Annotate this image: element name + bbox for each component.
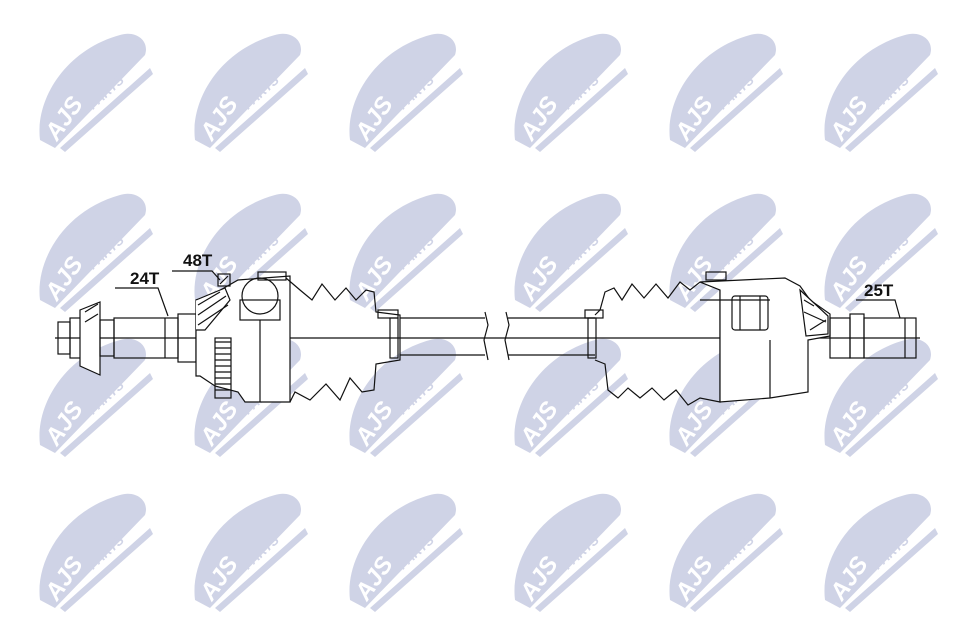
ajs-parts-watermark: AJS PARTS — [514, 338, 628, 457]
ajs-parts-watermark: AJS PARTS — [669, 493, 783, 612]
ajs-parts-watermark: AJS PARTS — [514, 33, 628, 152]
ajs-parts-watermark: AJS PARTS — [514, 193, 628, 312]
left-boot-clamp — [377, 309, 399, 359]
leader-24t — [115, 287, 169, 317]
label-24t: 24T — [130, 269, 160, 288]
ajs-parts-watermark: AJS PARTS — [824, 493, 938, 612]
ajs-parts-watermark: AJS PARTS — [349, 193, 463, 312]
inner-cv-joint — [699, 271, 831, 403]
leader-48t — [172, 270, 221, 281]
left-cv-boot — [285, 277, 401, 403]
right-stub-spline — [829, 313, 917, 359]
leader-25t — [856, 299, 901, 319]
left-stub-nut — [57, 301, 197, 376]
ajs-parts-watermark: AJS PARTS — [39, 493, 153, 612]
label-25t: 25T — [864, 281, 894, 300]
ajs-parts-watermark: AJS PARTS — [39, 33, 153, 152]
ajs-parts-watermark: AJS PARTS — [349, 493, 463, 612]
shaft-bar — [400, 311, 595, 361]
right-boot-clamp — [584, 309, 604, 359]
ajs-parts-watermark: AJS PARTS — [194, 33, 308, 152]
ajs-parts-watermark: AJS PARTS — [194, 493, 308, 612]
outer-cv-joint — [195, 271, 291, 403]
label-48t: 48T — [183, 251, 213, 270]
